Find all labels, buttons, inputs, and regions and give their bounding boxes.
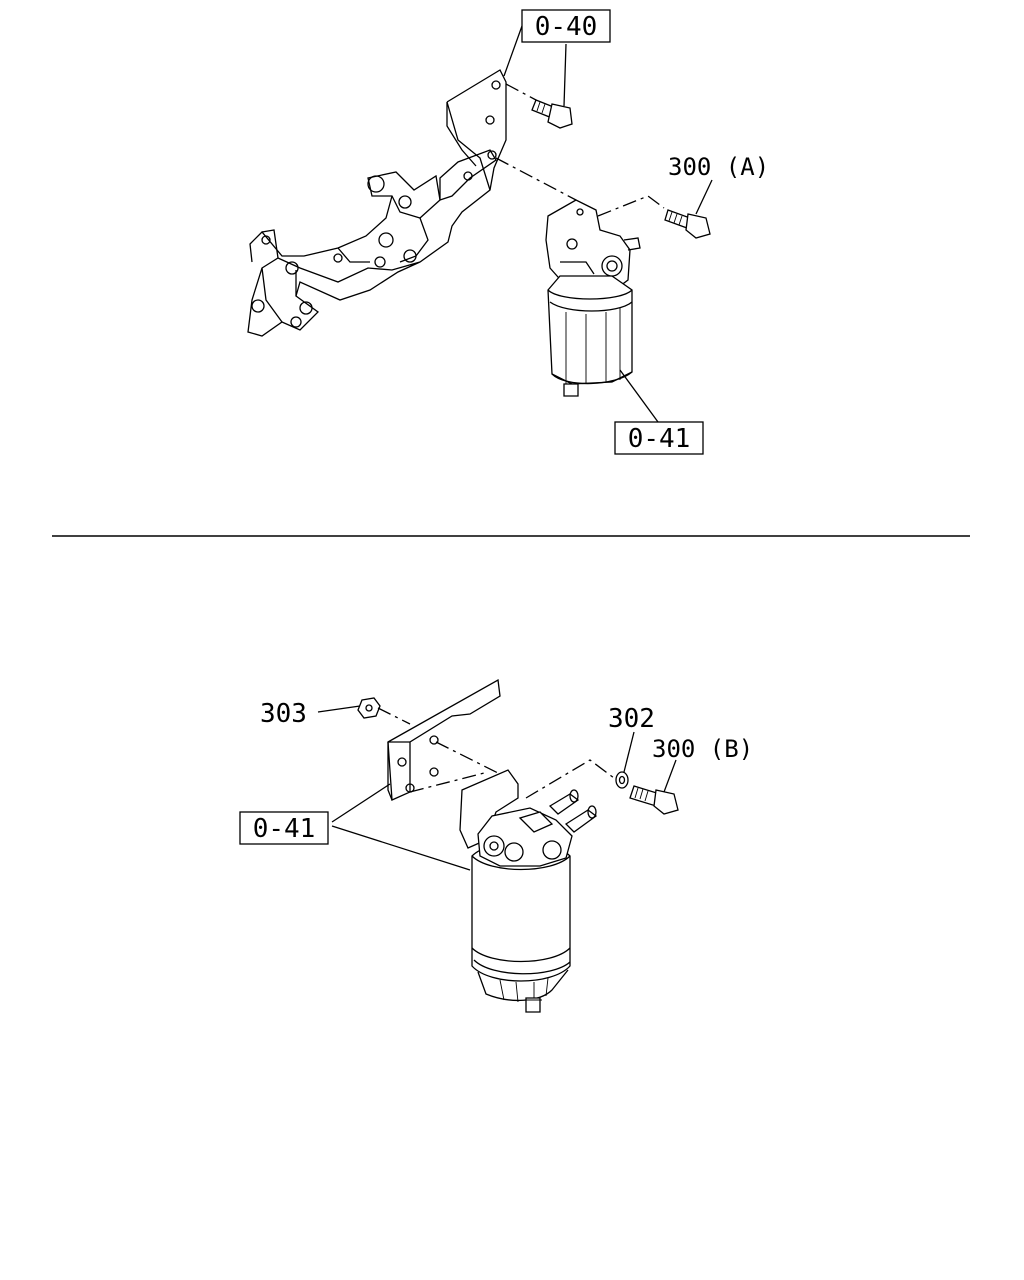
leader-0-41-bottom-b — [331, 825, 471, 871]
engine-bracket — [247, 69, 507, 337]
bottom-mounting-bracket — [387, 678, 501, 801]
leader-0-40-a — [503, 25, 523, 77]
top-assembly: 0-40 300 (A) 0-41 — [247, 9, 769, 455]
leader-0-40-b — [563, 43, 567, 107]
label-0-40: 0-40 — [535, 12, 598, 42]
bracket-to-filter-centerline — [495, 157, 577, 201]
leader-302 — [623, 731, 635, 773]
leader-0-41-top — [619, 369, 659, 423]
label-0-41-top: 0-41 — [628, 424, 691, 454]
leader-300a — [695, 179, 713, 215]
leader-0-41-bottom-a — [331, 783, 391, 823]
bracket-lower-centerline — [409, 771, 489, 793]
label-302: 302 — [608, 704, 655, 734]
bracket-bolt — [531, 99, 573, 129]
label-0-41-bottom: 0-41 — [253, 814, 316, 844]
label-box-0-41-top — [614, 421, 704, 455]
nut-303 — [357, 697, 381, 719]
nut-centerline — [377, 707, 411, 725]
bottom-assembly: 303 302 300 (B) 0-41 — [239, 678, 753, 1013]
washer-centerline — [525, 759, 615, 799]
bolt-centerline-a — [505, 83, 537, 101]
label-300b: 300 (B) — [652, 735, 753, 763]
bottom-bolt-300b — [629, 785, 679, 815]
label-box-0-40 — [521, 9, 611, 43]
leader-300b — [663, 759, 677, 793]
top-bolt-300a — [664, 209, 711, 239]
label-303: 303 — [260, 699, 307, 729]
bottom-fuel-filter — [459, 769, 598, 1013]
bracket-hole-centerline — [435, 741, 505, 777]
label-box-0-41-bottom — [239, 811, 329, 845]
top-fuel-filter — [545, 199, 641, 397]
washer-302 — [615, 771, 629, 789]
label-300a: 300 (A) — [668, 153, 769, 181]
bolt-centerline-b — [597, 195, 665, 217]
leader-303 — [317, 705, 361, 713]
